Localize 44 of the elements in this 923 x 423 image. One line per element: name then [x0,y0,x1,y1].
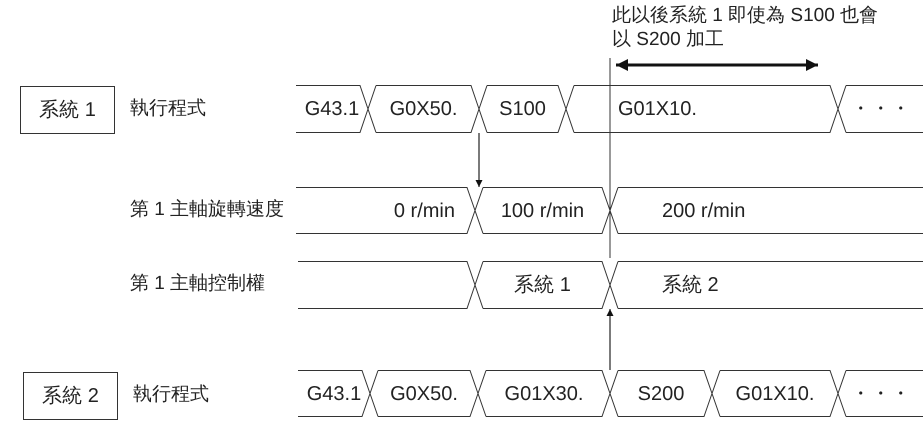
segment-text: G0X50. [388,98,458,120]
timing-segment [566,85,838,133]
segment-text: G43.1 [306,382,362,404]
timing-segment [368,85,479,133]
annotation-note: 此以後系統 1 即使為 S100 也會以 S200 加工 [612,4,880,52]
timing-segment [478,370,610,417]
row-label: 第 1 主軸控制權 [130,273,266,295]
segment-text: G01X10. [734,382,816,404]
segment-text: G01X30. [504,382,584,404]
system-label: 系統 1 [38,99,97,121]
segment-text: 100 r/min [500,200,586,222]
system-label: 系統 2 [41,385,100,407]
program-label: 執行程式 [133,384,209,406]
timing-segment [296,85,368,133]
timing-segment [610,261,923,309]
timing-segment [298,370,370,417]
timing-segment [475,261,610,309]
segment-text: 200 r/min [662,200,746,222]
timing-segment [838,370,923,417]
segment-text: 0 r/min [394,200,455,222]
timing-segment [712,370,838,417]
segment-text: 系統 1 [513,274,572,296]
timing-segment [838,85,923,133]
segment-text: 系統 2 [662,274,719,296]
arrow [606,309,614,370]
segment-text: S100 [498,98,547,120]
timing-segment [610,370,712,417]
timing-segment [479,85,566,133]
segment-text: ・・・ [850,98,912,120]
timing-segment [610,187,923,234]
segment-text: G0X50. [389,382,459,404]
timing-segment [475,187,610,234]
arrow [476,133,482,187]
segment-text: S200 [636,382,686,404]
segment-text: ・・・ [850,382,912,404]
empty-timing-segment [298,261,475,309]
segment-text: G43.1 [304,98,360,120]
timing-segment [370,370,478,417]
timing-segment [296,187,475,234]
system-box [23,372,118,420]
row-label: 第 1 主軸旋轉速度 [130,199,284,221]
system-box [20,86,115,134]
program-label: 執行程式 [130,98,206,120]
segment-text: G01X10. [618,98,697,120]
